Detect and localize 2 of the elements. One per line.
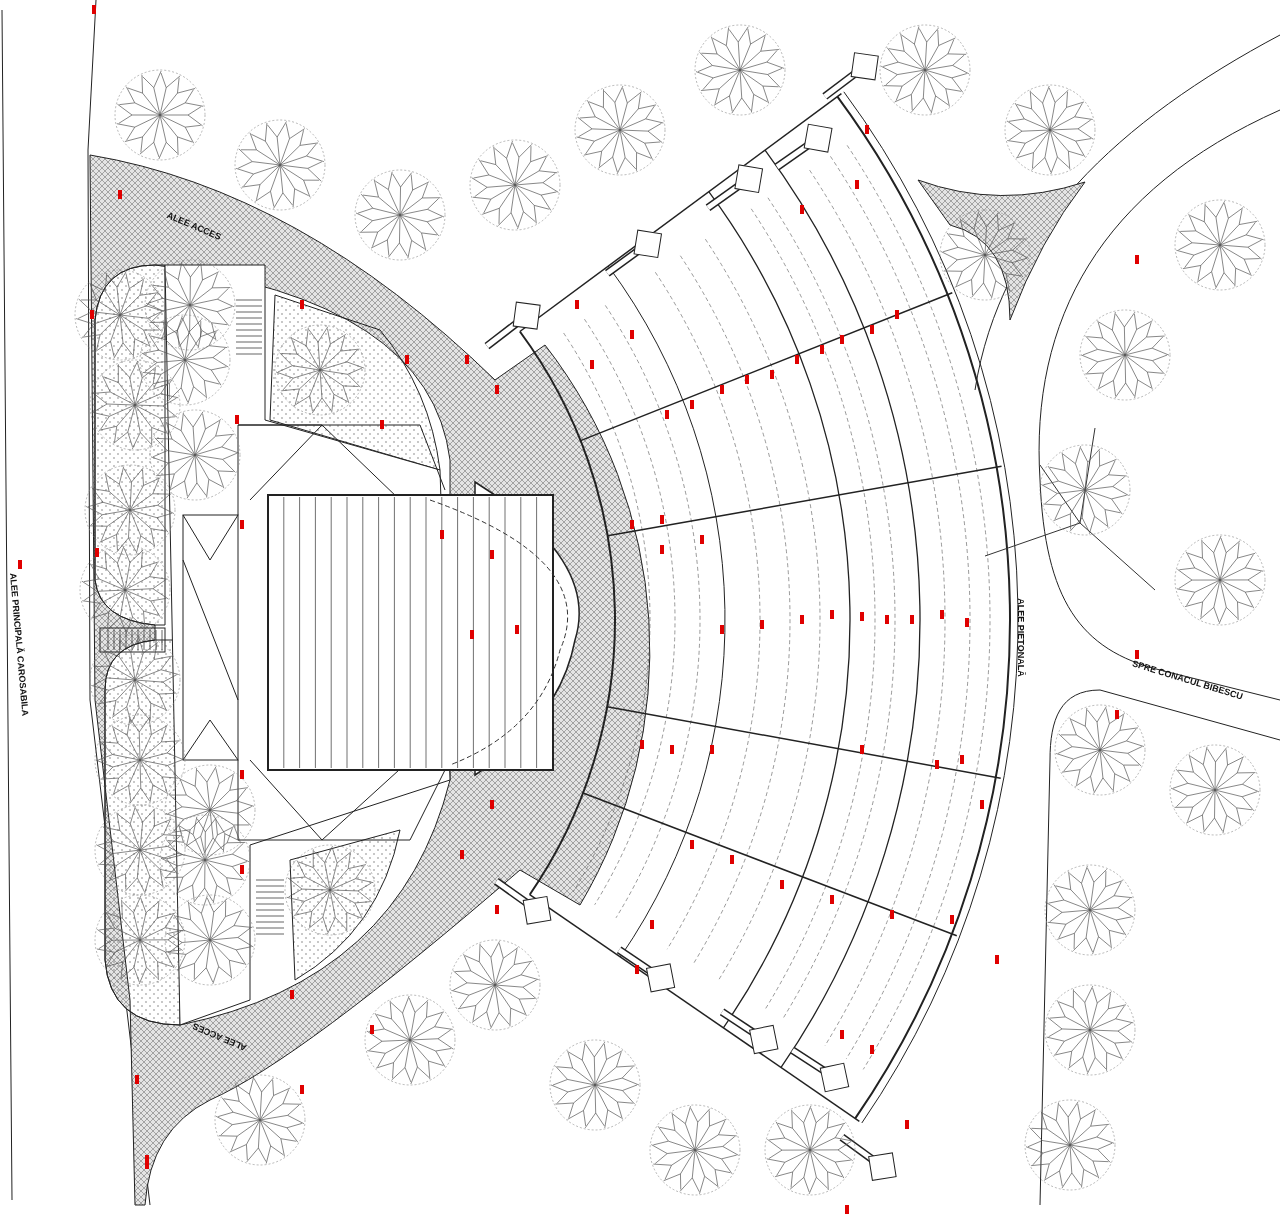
path-name-label: ALEE PIETONALĂ [1015,598,1025,677]
path-name-label: ALEE PRINCIPALĂ CAROSABILA [7,572,29,717]
